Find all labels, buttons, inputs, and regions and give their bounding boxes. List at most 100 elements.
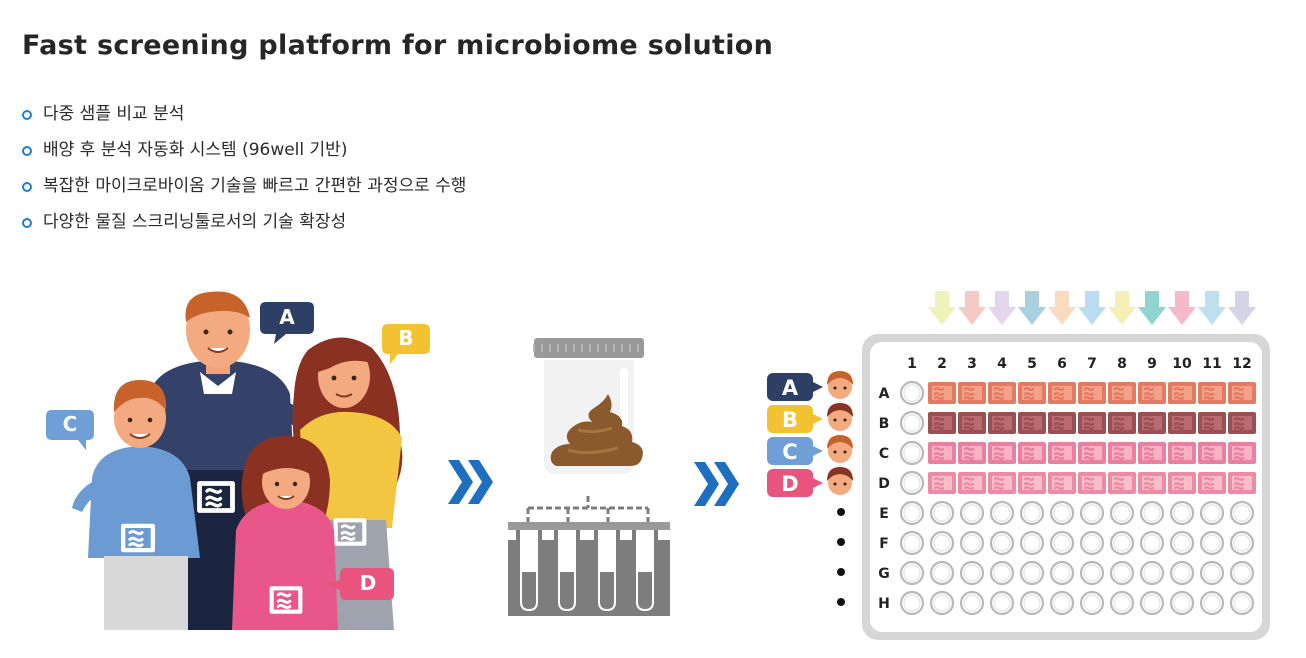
plate-column-label: 2	[937, 356, 947, 372]
double-chevron-right-icon	[694, 462, 739, 506]
well-intestine-icon	[1108, 412, 1136, 434]
well-intestine-icon	[1048, 412, 1076, 434]
well-intestine-icon	[958, 442, 986, 464]
down-arrow-icon	[1228, 291, 1256, 325]
test-tube-rack-icon	[508, 496, 670, 616]
family-tag-c: C	[46, 410, 94, 450]
plate-row-label: A	[879, 386, 890, 402]
face-avatar-icon	[827, 435, 853, 463]
page-title: Fast screening platform for microbiome s…	[22, 30, 774, 61]
ellipsis-dot-icon	[837, 568, 845, 576]
down-arrow-icon	[1018, 291, 1046, 325]
family-tag-d-label: D	[360, 571, 377, 595]
poop-icon	[550, 394, 643, 466]
well-intestine-icon	[1108, 382, 1136, 404]
sample-tag-label: C	[782, 440, 797, 464]
feature-item-text: 다중 샘플 비교 분석	[43, 104, 185, 124]
well-intestine-icon	[928, 382, 956, 404]
plate-column-label: 5	[1027, 356, 1037, 372]
feature-item-text: 복잡한 마이크로바이옴 기술을 빠르고 간편한 과정으로 수행	[43, 176, 467, 196]
family-tag-c-label: C	[63, 412, 78, 436]
feature-item: 배양 후 분석 자동화 시스템 (96well 기반)	[22, 136, 466, 172]
face-avatar-icon	[827, 371, 853, 399]
well-intestine-icon	[1138, 412, 1166, 434]
sample-tag-c: C	[767, 435, 853, 465]
sample-tag-label: B	[782, 408, 798, 432]
well-intestine-icon	[1078, 412, 1106, 434]
well-intestine-icon	[1078, 442, 1106, 464]
plate-row-label: E	[879, 506, 889, 522]
well-intestine-icon	[1018, 412, 1046, 434]
well-intestine-icon	[1198, 412, 1226, 434]
well-intestine-icon	[1138, 382, 1166, 404]
well-intestine-icon	[1228, 412, 1256, 434]
well-intestine-icon	[928, 412, 956, 434]
family-tag-a-label: A	[279, 305, 295, 329]
well-intestine-icon	[1108, 442, 1136, 464]
sample-tag-label: D	[781, 472, 798, 496]
well-intestine-icon	[1168, 412, 1196, 434]
plate-column-label: 10	[1172, 356, 1192, 372]
family-tag-a: A	[260, 302, 314, 344]
plate-column-label: 11	[1202, 356, 1221, 372]
down-arrow-icon	[958, 291, 986, 325]
well-intestine-icon	[1168, 382, 1196, 404]
plate-column-label: 12	[1232, 356, 1251, 372]
ellipsis-dot-icon	[837, 598, 845, 606]
down-arrow-icon	[1108, 291, 1136, 325]
down-arrow-icon	[1078, 291, 1106, 325]
sample-tag-label: A	[782, 376, 799, 400]
well-intestine-icon	[1048, 442, 1076, 464]
well-intestine-icon	[1048, 472, 1076, 494]
well-intestine-icon	[958, 412, 986, 434]
down-arrow-icon	[1168, 291, 1196, 325]
plate-column-label: 1	[907, 356, 917, 372]
well-intestine-icon	[1078, 472, 1106, 494]
well-intestine-icon	[1138, 472, 1166, 494]
family-tag-b: B	[382, 324, 430, 364]
sample-tag-b: B	[767, 403, 853, 433]
plate-row-label: B	[879, 416, 890, 432]
well-intestine-icon	[958, 472, 986, 494]
down-arrow-icon	[928, 291, 956, 325]
well-intestine-icon	[1138, 442, 1166, 464]
down-arrow-icon	[1138, 291, 1166, 325]
ellipsis-dot-icon	[837, 538, 845, 546]
well-intestine-icon	[988, 412, 1016, 434]
double-chevron-right-icon	[448, 460, 493, 504]
down-arrow-icon	[1198, 291, 1226, 325]
plate-wells	[899, 380, 1256, 616]
well-intestine-icon	[988, 442, 1016, 464]
bullet-ring-icon	[22, 146, 32, 156]
ellipsis-dot-icon	[837, 508, 845, 516]
plate-column-label: 3	[967, 356, 977, 372]
down-arrow-icon	[988, 291, 1016, 325]
well-intestine-icon	[988, 472, 1016, 494]
well-intestine-icon	[1168, 442, 1196, 464]
plate-column-label: 8	[1117, 356, 1127, 372]
plate-column-label: 7	[1087, 356, 1097, 372]
well-intestine-icon	[1228, 472, 1256, 494]
feature-item: 다양한 물질 스크리닝툴로서의 기술 확장성	[22, 208, 466, 244]
family-tag-b-label: B	[398, 326, 413, 350]
feature-item-text: 배양 후 분석 자동화 시스템 (96well 기반)	[43, 140, 348, 160]
well-intestine-icon	[1078, 382, 1106, 404]
bullet-ring-icon	[22, 110, 32, 120]
face-avatar-icon	[827, 403, 853, 431]
plate-row-label: C	[879, 446, 889, 462]
sample-tag-d: D	[767, 467, 853, 497]
well-intestine-icon	[1168, 472, 1196, 494]
well-intestine-icon	[1018, 382, 1046, 404]
well-intestine-icon	[928, 442, 956, 464]
well-intestine-icon	[1018, 472, 1046, 494]
well-intestine-icon	[928, 472, 956, 494]
plate-column-label: 4	[997, 356, 1007, 372]
bullet-ring-icon	[22, 182, 32, 192]
well-intestine-icon	[1018, 442, 1046, 464]
well-intestine-icon	[1048, 382, 1076, 404]
